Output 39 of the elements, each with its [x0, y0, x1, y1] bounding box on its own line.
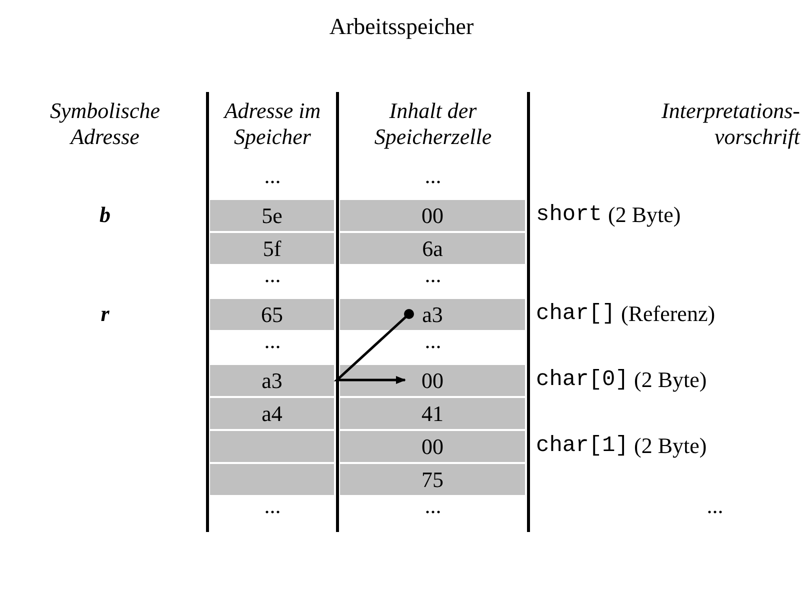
- type-name: short: [536, 202, 602, 228]
- memory-cell: 41: [340, 398, 525, 429]
- type-name: char[0]: [536, 367, 628, 393]
- memory-cell: a3: [210, 365, 334, 396]
- ellipsis: ...: [424, 493, 442, 519]
- column-header: Symbolische Adresse: [49, 98, 161, 150]
- column-header: Inhalt der Speicherzelle: [373, 98, 493, 150]
- type-note: (2 Byte): [634, 367, 707, 393]
- diagram-title: Arbeitsspeicher: [328, 14, 475, 40]
- memory-cell: 00: [340, 365, 525, 396]
- column-header: Adresse im Speicher: [222, 98, 322, 150]
- memory-cell: 65: [210, 299, 334, 330]
- memory-cell: 6a: [340, 233, 525, 264]
- memory-cell: 5e: [210, 200, 334, 231]
- ellipsis: ...: [263, 262, 282, 288]
- memory-cell: a4: [210, 398, 334, 429]
- pointer-arrow: [334, 309, 414, 384]
- type-name: char[1]: [536, 433, 628, 459]
- type-note: (2 Byte): [608, 202, 681, 228]
- memory-cell: 5f: [210, 233, 334, 264]
- ellipsis: ...: [424, 262, 442, 288]
- type-note: (Referenz): [621, 301, 716, 327]
- memory-cell: 00: [340, 200, 525, 231]
- ellipsis: ...: [424, 163, 442, 189]
- symbol-name: b: [98, 202, 112, 228]
- column-header: Interpretations- vorschrift: [660, 98, 800, 150]
- type-name: char[]: [536, 301, 616, 327]
- symbol-name: r: [100, 301, 110, 327]
- memory-cell: [210, 431, 334, 462]
- memory-cell: a3: [340, 299, 525, 330]
- memory-cell: 75: [340, 464, 525, 495]
- memory-cell: [210, 464, 334, 495]
- ellipsis: ...: [424, 328, 442, 354]
- ellipsis: ...: [263, 328, 282, 354]
- type-note: (2 Byte): [634, 433, 707, 459]
- memory-cell: 00: [340, 431, 525, 462]
- ellipsis: ...: [263, 163, 282, 189]
- ellipsis: ...: [706, 493, 724, 519]
- ellipsis: ...: [263, 493, 282, 519]
